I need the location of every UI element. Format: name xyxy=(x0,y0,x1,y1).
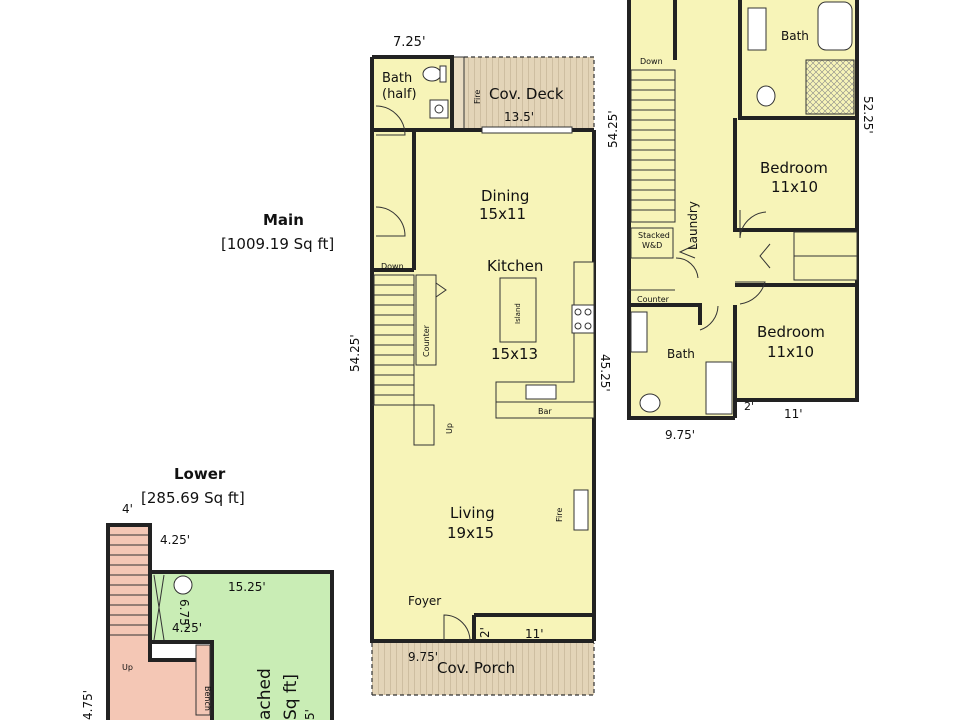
main-dim-left: 54.25' xyxy=(348,334,362,372)
foyer-label: Foyer xyxy=(408,594,441,608)
main-dim-top: 7.25' xyxy=(393,35,426,50)
dining-size: 15x11 xyxy=(479,205,526,223)
main-title: Main xyxy=(263,211,304,229)
stairs-down-label: Down xyxy=(381,262,404,271)
lower-green-area xyxy=(150,572,332,720)
bedroom2-size: 11x10 xyxy=(767,343,814,361)
dining-label: Dining xyxy=(481,187,529,205)
lower-dim-1525: 15.25' xyxy=(228,580,266,594)
stacked-label: Stacked xyxy=(638,231,670,240)
counter-block xyxy=(415,274,437,366)
deck-dim: 13.5' xyxy=(504,110,534,124)
upper-dim-5425: 54.25' xyxy=(606,110,620,148)
water-heater-icon xyxy=(173,575,193,595)
bath-half-label: Bath xyxy=(382,71,412,86)
upper-floor: Down Bath 54.25' 52.25' Bedroom 11x10 La… xyxy=(606,0,875,442)
bedroom1-size: 11x10 xyxy=(771,178,818,196)
counter-label: Counter xyxy=(422,324,431,357)
lower-title: Lower xyxy=(174,465,226,483)
attached-sqft: Sq ft] xyxy=(281,674,301,720)
sink-icon xyxy=(429,99,449,119)
main-area: [1009.19 Sq ft] xyxy=(221,235,334,253)
bedroom1-label: Bedroom xyxy=(760,159,828,177)
fireplace-icon xyxy=(573,489,589,531)
upper-dim-11: 11' xyxy=(784,407,803,421)
kitchen-island xyxy=(499,277,537,343)
lower-bath-toilet-icon xyxy=(639,393,661,413)
toilet-icon xyxy=(422,66,442,82)
lower-dim-4: 4' xyxy=(122,502,133,516)
upper-bath-bottom: Bath xyxy=(667,347,695,361)
upper-toilet-icon xyxy=(756,85,776,107)
kitchen-size: 15x13 xyxy=(491,345,538,363)
lower-dim-675: 6.75' xyxy=(177,599,191,629)
covered-deck xyxy=(464,57,594,130)
bench-label: Bench xyxy=(203,686,212,711)
kitchen-label: Kitchen xyxy=(487,257,543,275)
main-dim-right: 45.25' xyxy=(598,354,612,392)
main-floor: 7.25' Bath (half) Cov. Deck Fire 13.5' D… xyxy=(348,35,612,696)
lower-pink-area xyxy=(108,525,212,720)
bedroom2-label: Bedroom xyxy=(757,323,825,341)
main-dim-11: 11' xyxy=(525,627,544,641)
living-label: Living xyxy=(450,504,495,522)
lower-edge-5: 5' xyxy=(303,709,317,720)
lower-floor: 4' 4.25' 15.25' 6.75' 4.25' Up Bench 4.7… xyxy=(81,502,334,720)
living-fire-label: Fire xyxy=(555,508,564,522)
deck-fire-label: Fire xyxy=(473,90,482,104)
lower-stairs xyxy=(110,534,165,641)
main-dim-975: 9.75' xyxy=(408,650,438,664)
upper-dim-5225: 52.25' xyxy=(861,96,875,134)
bath-half-sub: (half) xyxy=(382,87,417,102)
main-dim-2: 2' xyxy=(478,627,492,638)
lower-area: [285.69 Sq ft] xyxy=(141,489,245,507)
kitchen-sink-icon xyxy=(525,384,557,400)
cov-deck-label: Cov. Deck xyxy=(489,85,564,103)
lower-dim-425b: 4.25' xyxy=(172,621,202,635)
stairs-down xyxy=(373,274,415,406)
upper-counter-label: Counter xyxy=(637,295,670,304)
lower-dim-425a: 4.25' xyxy=(160,533,190,547)
lower-dim-475: 4.75' xyxy=(81,690,95,720)
bathtub-icon xyxy=(817,1,853,51)
shower-icon xyxy=(805,59,855,115)
stove-icon xyxy=(571,304,595,334)
upper-dim-975: 9.75' xyxy=(665,428,695,442)
upper-bath-top: Bath xyxy=(781,29,809,43)
living-size: 19x15 xyxy=(447,524,494,542)
stacked-sub: W&D xyxy=(642,241,662,250)
laundry-label: Laundry xyxy=(686,201,700,250)
covered-porch xyxy=(372,643,594,695)
bar-label: Bar xyxy=(538,407,552,416)
upper-stairs xyxy=(630,69,676,223)
upper-down-label: Down xyxy=(640,57,663,66)
lower-up-label: Up xyxy=(122,663,133,672)
cov-porch-label: Cov. Porch xyxy=(437,659,515,677)
stairs-up-label: Up xyxy=(445,423,454,434)
island-label: Island xyxy=(514,303,522,324)
attached-label: ached xyxy=(255,668,275,720)
upper-dim-2: 2' xyxy=(744,400,754,413)
